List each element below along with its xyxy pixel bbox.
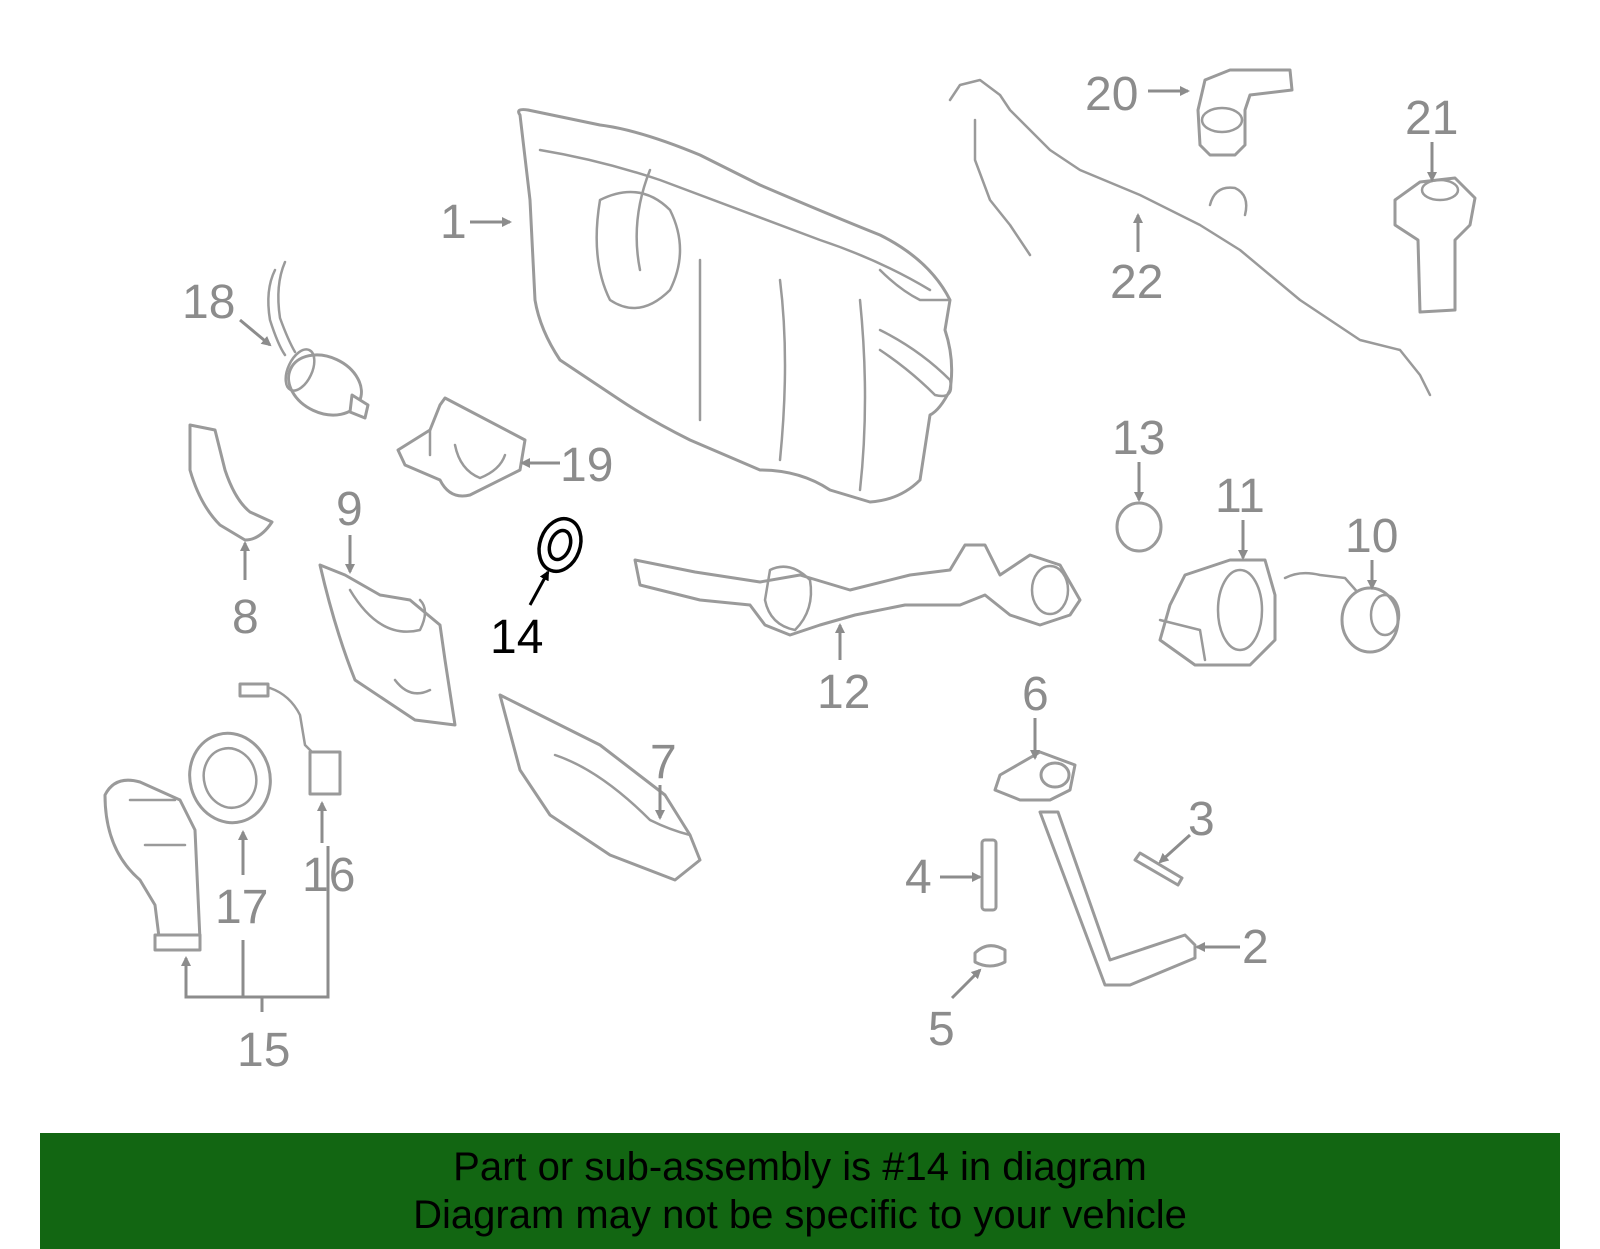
part-15-pump-assembly[interactable]	[103, 778, 202, 952]
callout-11: 11	[1215, 470, 1265, 560]
callout-12: 12	[817, 623, 870, 719]
callout-10: 10	[1345, 510, 1398, 590]
callout-label-22: 22	[1110, 256, 1163, 309]
callout-label-6: 6	[1022, 668, 1049, 721]
part-8-heat-shield[interactable]	[188, 423, 274, 542]
callout-label-16: 16	[302, 849, 355, 902]
part-4-pad[interactable]	[980, 838, 998, 912]
part-10-cap[interactable]	[1283, 571, 1401, 654]
callout-7: 7	[650, 736, 677, 820]
callout-label-15: 15	[237, 1024, 290, 1077]
callout-label-7: 7	[650, 736, 677, 789]
part-6-bracket[interactable]	[993, 750, 1077, 802]
part-19-bracket[interactable]	[396, 396, 527, 498]
callout-14: 14	[490, 570, 550, 664]
callout-label-21: 21	[1405, 92, 1458, 145]
callout-label-8: 8	[232, 591, 259, 644]
part-3-pad[interactable]	[1133, 851, 1184, 887]
part-2-strap[interactable]	[1038, 810, 1197, 987]
callout-label-9: 9	[336, 483, 363, 536]
part-13-o-ring[interactable]	[1115, 501, 1163, 553]
callout-5: 5	[928, 968, 982, 1056]
part-16-sensor[interactable]	[238, 682, 342, 796]
callout-label-17: 17	[215, 881, 268, 934]
part-20-valve[interactable]	[1196, 68, 1294, 157]
callout-6: 6	[1022, 668, 1049, 760]
callout-20: 20	[1085, 68, 1190, 121]
banner-line-part-number: Part or sub-assembly is #14 in diagram	[453, 1145, 1147, 1189]
callout-13: 13	[1112, 412, 1165, 502]
callout-label-2: 2	[1242, 921, 1269, 974]
parts-diagram: 1 2 3 4 5 6 7 8 9 10 11 12	[103, 68, 1477, 1077]
part-5-grommet[interactable]	[973, 944, 1007, 968]
part-7-shield[interactable]	[498, 693, 702, 882]
callout-4: 4	[905, 851, 982, 904]
callout-1: 1	[440, 196, 512, 249]
callout-label-12: 12	[817, 666, 870, 719]
callout-label-20: 20	[1085, 68, 1138, 121]
callout-3: 3	[1158, 793, 1215, 864]
callout-label-18: 18	[182, 276, 235, 329]
callout-label-4: 4	[905, 851, 932, 904]
callout-17: 17	[215, 830, 268, 934]
part-9-shield[interactable]	[318, 563, 457, 727]
callout-label-1: 1	[440, 196, 467, 249]
info-banner: Part or sub-assembly is #14 in diagram D…	[40, 1133, 1560, 1249]
callout-label-11: 11	[1215, 470, 1265, 523]
callout-label-13: 13	[1112, 412, 1165, 465]
callout-label-14: 14	[490, 611, 543, 664]
part-21-pump[interactable]	[1393, 176, 1477, 314]
callout-label-5: 5	[928, 1003, 955, 1056]
part-22-harness[interactable]	[948, 78, 1432, 397]
callout-label-19: 19	[560, 439, 613, 492]
callout-22: 22	[1110, 213, 1163, 309]
callout-label-3: 3	[1188, 793, 1215, 846]
part-12-filler-neck[interactable]	[633, 543, 1082, 637]
callout-8: 8	[232, 541, 259, 644]
part-18-fuel-filter[interactable]	[267, 260, 371, 426]
callout-9: 9	[336, 483, 363, 574]
banner-line-disclaimer: Diagram may not be specific to your vehi…	[413, 1193, 1187, 1237]
callout-19: 19	[520, 439, 613, 492]
callout-2: 2	[1195, 921, 1269, 974]
part-1-fuel-tank[interactable]	[517, 108, 954, 504]
part-17-gasket[interactable]	[180, 724, 281, 832]
callout-16: 16	[302, 801, 355, 902]
part-14-grommet[interactable]	[532, 513, 588, 577]
part-11-housing[interactable]	[1158, 558, 1277, 667]
callout-label-10: 10	[1345, 510, 1398, 563]
callout-15: 15	[181, 846, 330, 1077]
callout-21: 21	[1405, 92, 1458, 182]
callout-18: 18	[182, 276, 272, 347]
